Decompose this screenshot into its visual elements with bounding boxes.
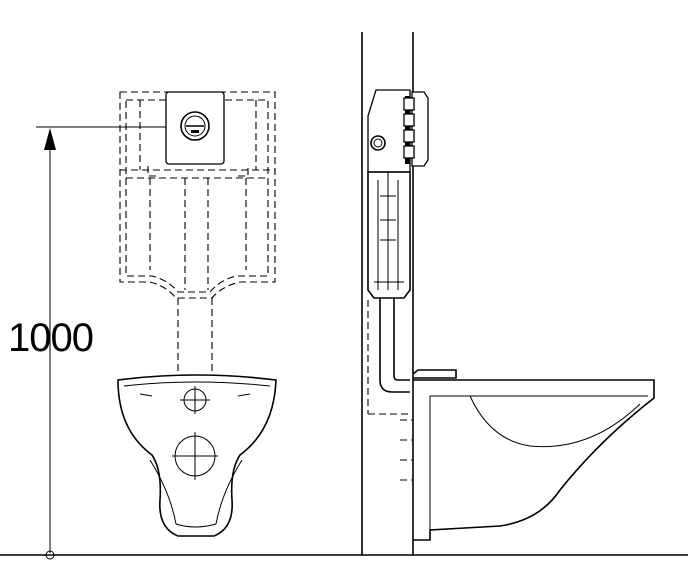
dimension-arrow-icon: [44, 128, 56, 150]
side-view-cistern: [367, 89, 429, 481]
front-view-cistern: [119, 91, 276, 372]
dimension-label: 1000: [8, 316, 94, 360]
front-view-bowl: [117, 374, 277, 537]
side-view-bowl: [412, 369, 655, 541]
flush-plate-front: [165, 91, 225, 165]
dimension-line: [36, 126, 170, 560]
